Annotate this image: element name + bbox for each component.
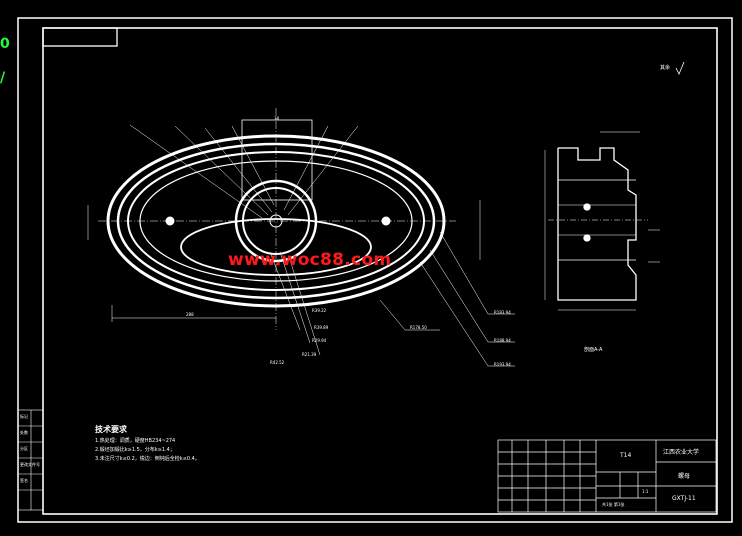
inner-frame	[42, 27, 718, 515]
left-strip-table	[17, 409, 44, 511]
outer-frame	[17, 17, 733, 523]
title-scale: 1:1	[642, 489, 649, 494]
corner-glyph-bottom: /	[0, 70, 6, 86]
title-block	[497, 439, 717, 513]
strip-label: 标记	[20, 414, 28, 419]
dimension-label: R39.22	[312, 308, 327, 313]
title-sheet: 共1张 第1张	[602, 502, 625, 507]
strip-label: 签名	[20, 478, 28, 483]
corner-glyph-top: 0	[0, 36, 10, 52]
section-view	[544, 131, 660, 311]
leader-lines	[87, 124, 515, 367]
title-part-name: 螺母	[678, 473, 691, 480]
center-lines	[98, 108, 456, 330]
dimension-label: 288	[186, 312, 194, 317]
roughness-label: 其余	[660, 65, 671, 71]
title-material: T14	[620, 452, 632, 459]
dimension-label: R39.89	[314, 325, 329, 330]
dimension-label: R193.94	[494, 362, 511, 367]
tech-requirement-item: 2.锻坯加锻比k≥1.5，分布k≥1.4；	[95, 447, 175, 453]
dimension-label: 38	[274, 116, 280, 121]
dimension-label: R188.94	[494, 338, 511, 343]
dimension-label: R29.94	[312, 338, 327, 343]
roughness-symbol	[675, 61, 685, 75]
dimension-label: R42.52	[270, 360, 285, 365]
title-school: 江西农业大学	[663, 449, 700, 456]
title-drawing-no: GXTJ-11	[672, 495, 696, 502]
strip-label: 分区	[20, 446, 28, 451]
dimension-label: R178.50	[410, 325, 427, 330]
dimension-label: R183.94	[494, 310, 511, 315]
tech-requirements-title: 技术要求	[95, 425, 127, 434]
tech-requirement-item: 1.热处理：调质，硬度HB234~274	[95, 438, 176, 444]
section-label: 剖面A-A	[584, 347, 603, 353]
tech-requirement-item: 3.未注尺寸k≤0.2，锐边：倒钝后全检k≤0.4。	[95, 456, 200, 462]
strip-label: 处数	[20, 430, 28, 435]
strip-label: 更改文件号	[20, 462, 40, 467]
corner-box	[42, 27, 118, 47]
dimension-label: R21.39	[302, 352, 317, 357]
watermark-text: www.woc88.com	[228, 250, 392, 270]
